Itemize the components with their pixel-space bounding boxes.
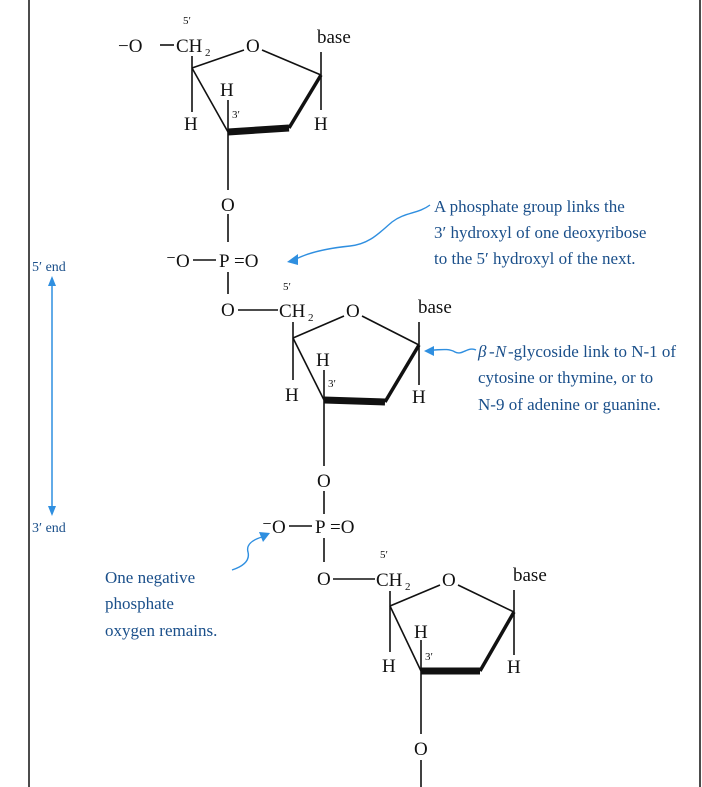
- arrow-down-icon: [48, 506, 56, 516]
- three-prime-oxygen: O: [221, 195, 235, 216]
- five-prime-label: 5′: [283, 281, 291, 293]
- annotation-line: A phosphate group links the: [434, 197, 625, 216]
- phosphorus: P: [219, 251, 230, 272]
- nucleotide-2: 5′ CH 2 O base H 3′ H H O: [279, 281, 452, 492]
- ch2-subscript: 2: [308, 312, 314, 324]
- h-label: H: [184, 114, 198, 135]
- nucleotide-3: 5′ CH 2 O base H 3′ H H O: [376, 549, 547, 787]
- annotation-negative-oxygen: One negative phosphate oxygen remains.: [105, 532, 270, 640]
- annotation-line: 3′ hydroxyl of one deoxyribose: [434, 223, 646, 242]
- annotation-glycoside: β - N -glycoside link to N-1 of cytosine…: [424, 342, 676, 414]
- three-prime-label: 3′: [328, 378, 336, 390]
- h-label: H: [220, 80, 234, 101]
- ch2-label: CH: [279, 301, 306, 322]
- ch2-label: CH: [376, 570, 403, 591]
- ring-oxygen: O: [346, 301, 360, 322]
- strand-direction: 5′ end 3′ end: [32, 260, 66, 536]
- annotation-line: N-9 of adenine or guanine.: [478, 395, 661, 414]
- three-prime-oxygen: O: [317, 471, 331, 492]
- negative-oxygen: ⁻O: [166, 251, 190, 272]
- negative-oxygen: ⁻O: [262, 517, 286, 538]
- phosphorus: P: [315, 517, 326, 538]
- annotation-phosphate: A phosphate group links the 3′ hydroxyl …: [287, 197, 646, 268]
- nucleotide-1: −O CH 2 5′ O base H 3′ H H O: [118, 15, 351, 216]
- h-label: H: [316, 350, 330, 371]
- base-label: base: [317, 27, 351, 48]
- annotation-line: phosphate: [105, 594, 174, 613]
- three-prime-end-label: 3′ end: [32, 521, 66, 536]
- h-label: H: [507, 657, 521, 678]
- five-prime-label: 5′: [183, 15, 191, 27]
- h-label: H: [412, 387, 426, 408]
- three-prime-label: 3′: [232, 109, 240, 121]
- ring-oxygen: O: [442, 570, 456, 591]
- arrow-head-icon: [424, 346, 434, 356]
- five-prime-oxygen: O: [317, 569, 331, 590]
- five-prime-oxygen: O: [221, 300, 235, 321]
- h-label: H: [314, 114, 328, 135]
- beta-symbol: β: [477, 342, 487, 361]
- h-label: H: [414, 622, 428, 643]
- annotation-line: oxygen remains.: [105, 621, 217, 640]
- ch2-label: CH: [176, 36, 203, 57]
- double-bond-oxygen: =O: [234, 251, 258, 272]
- base-label: base: [513, 565, 547, 586]
- ch2-subscript: 2: [405, 581, 411, 593]
- three-prime-label: 3′: [425, 651, 433, 663]
- annotation-line: -glycoside link to N-1 of: [508, 342, 676, 361]
- annotation-line: cytosine or thymine, or to: [478, 368, 653, 387]
- annotation-line: One negative: [105, 568, 195, 587]
- ring-oxygen: O: [246, 36, 260, 57]
- h-label: H: [382, 656, 396, 677]
- phosphate-1: ⁻O P =O O: [166, 214, 278, 321]
- five-prime-end-label: 5′ end: [32, 260, 66, 275]
- arrow-head-icon: [259, 532, 270, 542]
- h-label: H: [285, 385, 299, 406]
- three-prime-oxygen: O: [414, 739, 428, 760]
- ch2-subscript: 2: [205, 47, 211, 59]
- phosphate-2: ⁻O P =O O: [262, 491, 375, 590]
- backbone-bond-label: −O: [118, 36, 142, 57]
- annotation-line: to the 5′ hydroxyl of the next.: [434, 249, 636, 268]
- five-prime-label: 5′: [380, 549, 388, 561]
- double-bond-oxygen: =O: [330, 517, 354, 538]
- annotation-dash: -: [489, 342, 495, 361]
- n-symbol: N: [494, 342, 508, 361]
- base-label: base: [418, 297, 452, 318]
- arrow-up-icon: [48, 276, 56, 286]
- arrow-head-icon: [287, 254, 298, 265]
